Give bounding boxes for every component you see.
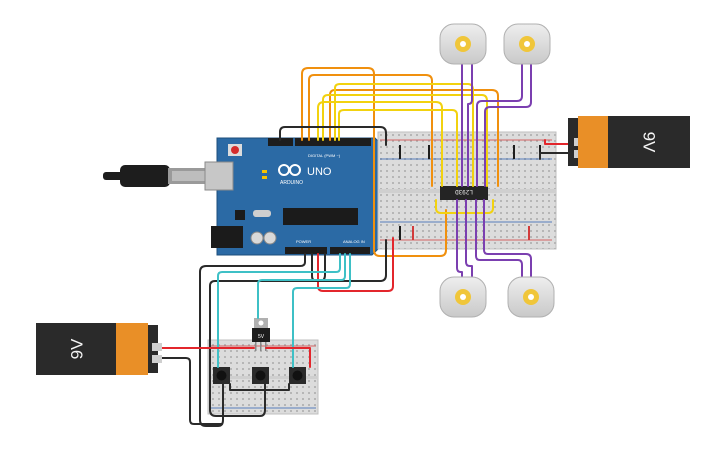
- wire-orange: [308, 74, 433, 187]
- wire-orange: [329, 89, 499, 187]
- arduino-brand-label: ARDUINO: [280, 180, 303, 186]
- wire-yellow: [322, 94, 488, 187]
- wire-black: [159, 357, 223, 425]
- wire-black: [199, 253, 306, 427]
- wire-purple: [484, 63, 532, 187]
- power-header: [285, 247, 327, 254]
- usb-jack: [204, 161, 234, 191]
- wire-black: [539, 152, 571, 160]
- wire-black: [229, 383, 290, 391]
- battery-left-label: 9V: [67, 338, 86, 359]
- digital-label: DIGITAL (PWM ~): [308, 153, 341, 158]
- capacitor: [263, 231, 277, 245]
- wire-red: [544, 139, 571, 145]
- pushbutton-icon[interactable]: [213, 367, 230, 384]
- digital-header-aux: [268, 138, 293, 146]
- dc-motor-icon: [507, 276, 555, 318]
- wire-purple: [476, 63, 523, 187]
- arduino-model-label: UNO: [307, 166, 332, 178]
- arduino-uno-board: ARDUINO UNO DIGITAL (PWM ~) POWER ANALOG…: [204, 137, 383, 256]
- crystal: [253, 210, 271, 217]
- atmega-chip: [283, 208, 358, 225]
- usb-cable-icon: [103, 165, 210, 187]
- wire-purple: [475, 199, 523, 284]
- wire-red: [265, 347, 311, 368]
- wire-yellow: [435, 199, 494, 214]
- wire-purple: [465, 199, 473, 284]
- capacitor: [250, 231, 264, 245]
- wire-yellow: [338, 109, 458, 187]
- wires: [159, 63, 571, 427]
- voltage-regulator-icon: 5V: [252, 318, 270, 351]
- wire-teal: [217, 253, 341, 368]
- wire-yellow: [317, 101, 443, 187]
- wire-black: [311, 239, 387, 282]
- analog-header: [330, 247, 370, 254]
- l293d-label: L293D: [455, 188, 473, 195]
- battery-right-label: 9V: [640, 132, 659, 153]
- digital-header: [295, 138, 371, 146]
- wire-purple: [467, 63, 473, 187]
- wire-purple: [483, 199, 532, 284]
- arduino-logo-icon: [278, 164, 301, 176]
- regulator-label: 5V: [258, 334, 265, 340]
- battery-icon: 9V: [568, 116, 690, 168]
- wire-teal: [257, 253, 346, 319]
- dc-motor-icon: [439, 276, 487, 318]
- battery-icon: 9V: [36, 323, 162, 375]
- ic-chip-icon: L293D: [440, 186, 488, 200]
- wire-orange: [301, 67, 447, 257]
- pushbutton-icon[interactable]: [289, 367, 306, 384]
- wire-teal: [292, 253, 351, 368]
- power-label: POWER: [296, 239, 311, 244]
- dc-jack: [211, 226, 243, 248]
- wire-purple: [456, 199, 463, 284]
- l293d-chip: [440, 186, 488, 200]
- small-chip: [235, 210, 245, 220]
- wire-black: [279, 126, 387, 146]
- pushbutton-icon[interactable]: [252, 367, 269, 384]
- analog-label: ANALOG IN: [343, 239, 365, 244]
- dc-motor-icon: [439, 23, 487, 65]
- dc-motor-icon: [503, 23, 551, 65]
